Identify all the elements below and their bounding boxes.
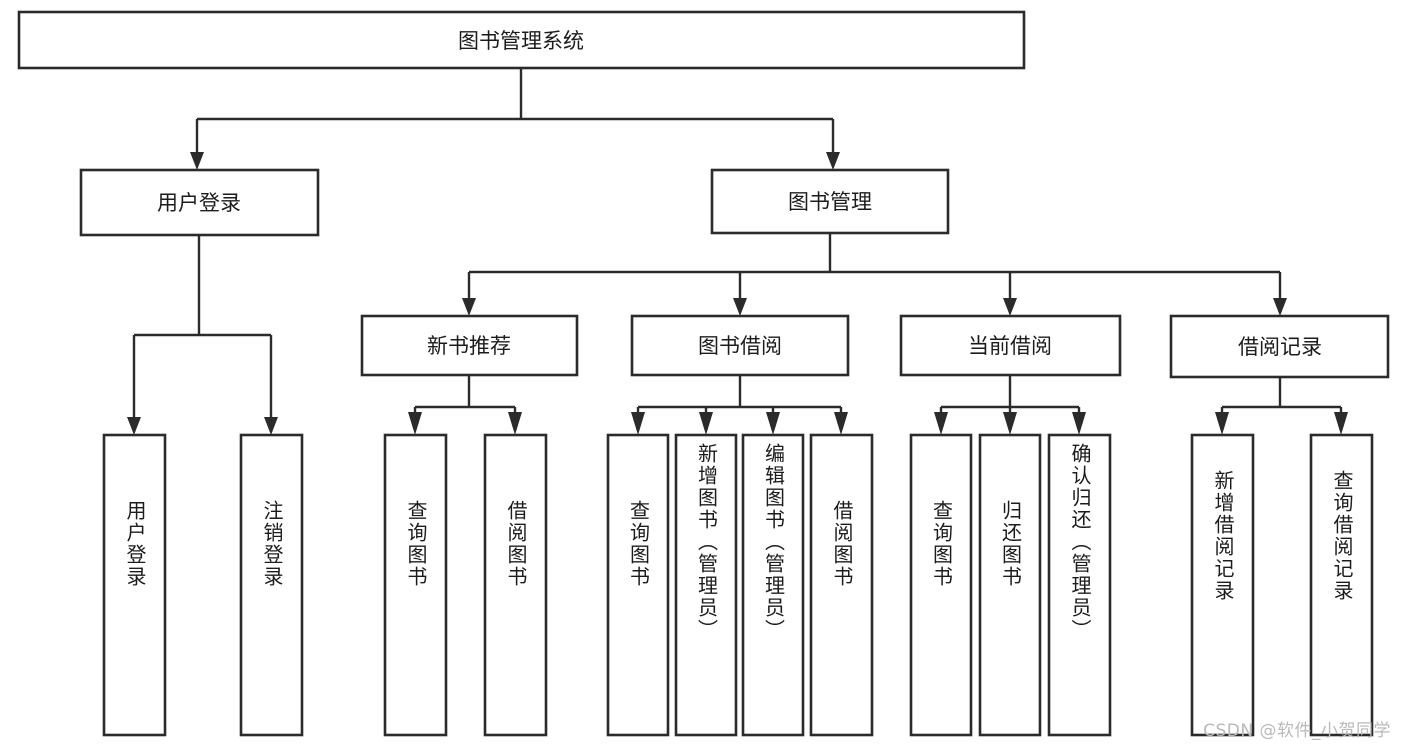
leaf-box[interactable]: [978, 433, 1042, 737]
leaf-box[interactable]: [909, 433, 973, 737]
leaf-box[interactable]: [383, 433, 448, 737]
connector-book-borrow-children: [631, 375, 848, 435]
connector-book-management-children: [462, 233, 1287, 316]
leaf-box[interactable]: [102, 433, 167, 737]
connector-new-book-recommend-children: [408, 375, 522, 435]
node-user-login-label: 用户登录: [157, 191, 241, 215]
leaf-box[interactable]: [1047, 433, 1112, 737]
connector-current-borrow-children: [934, 375, 1086, 435]
node-book-management-label: 图书管理: [788, 190, 872, 214]
node-new-book-recommend-label: 新书推荐: [427, 334, 511, 358]
node-book-management-box[interactable]: [710, 168, 950, 235]
connector-root-to-user-login: [190, 119, 204, 170]
node-book-borrow-box[interactable]: [630, 314, 850, 377]
connector-root-trunk: [197, 68, 833, 121]
node-root-label: 图书管理系统: [458, 29, 584, 53]
node-borrow-record-box[interactable]: [1169, 314, 1390, 379]
leaf-box[interactable]: [674, 433, 738, 737]
connector-root-to-book-management: [826, 119, 840, 170]
watermark-text: CSDN @软件_小贺同学: [1203, 721, 1391, 741]
node-current-borrow-label: 当前借阅: [968, 334, 1052, 358]
leaf-box[interactable]: [606, 433, 670, 737]
connector-user-login-children: [127, 235, 278, 435]
node-current-borrow-box[interactable]: [899, 314, 1122, 377]
node-borrow-record-label: 借阅记录: [1238, 335, 1322, 359]
connector-borrow-record-children: [1215, 377, 1348, 435]
leaf-box[interactable]: [239, 433, 304, 737]
leaf-box[interactable]: [1309, 433, 1374, 737]
node-new-book-recommend-box[interactable]: [360, 314, 579, 377]
leaf-box[interactable]: [741, 433, 805, 737]
leaf-box[interactable]: [1190, 433, 1255, 737]
node-root-box[interactable]: [17, 10, 1026, 70]
leaf-box[interactable]: [809, 433, 874, 737]
node-user-login-box[interactable]: [79, 168, 320, 237]
node-book-borrow-label: 图书借阅: [698, 334, 782, 358]
leaf-box[interactable]: [483, 433, 548, 737]
